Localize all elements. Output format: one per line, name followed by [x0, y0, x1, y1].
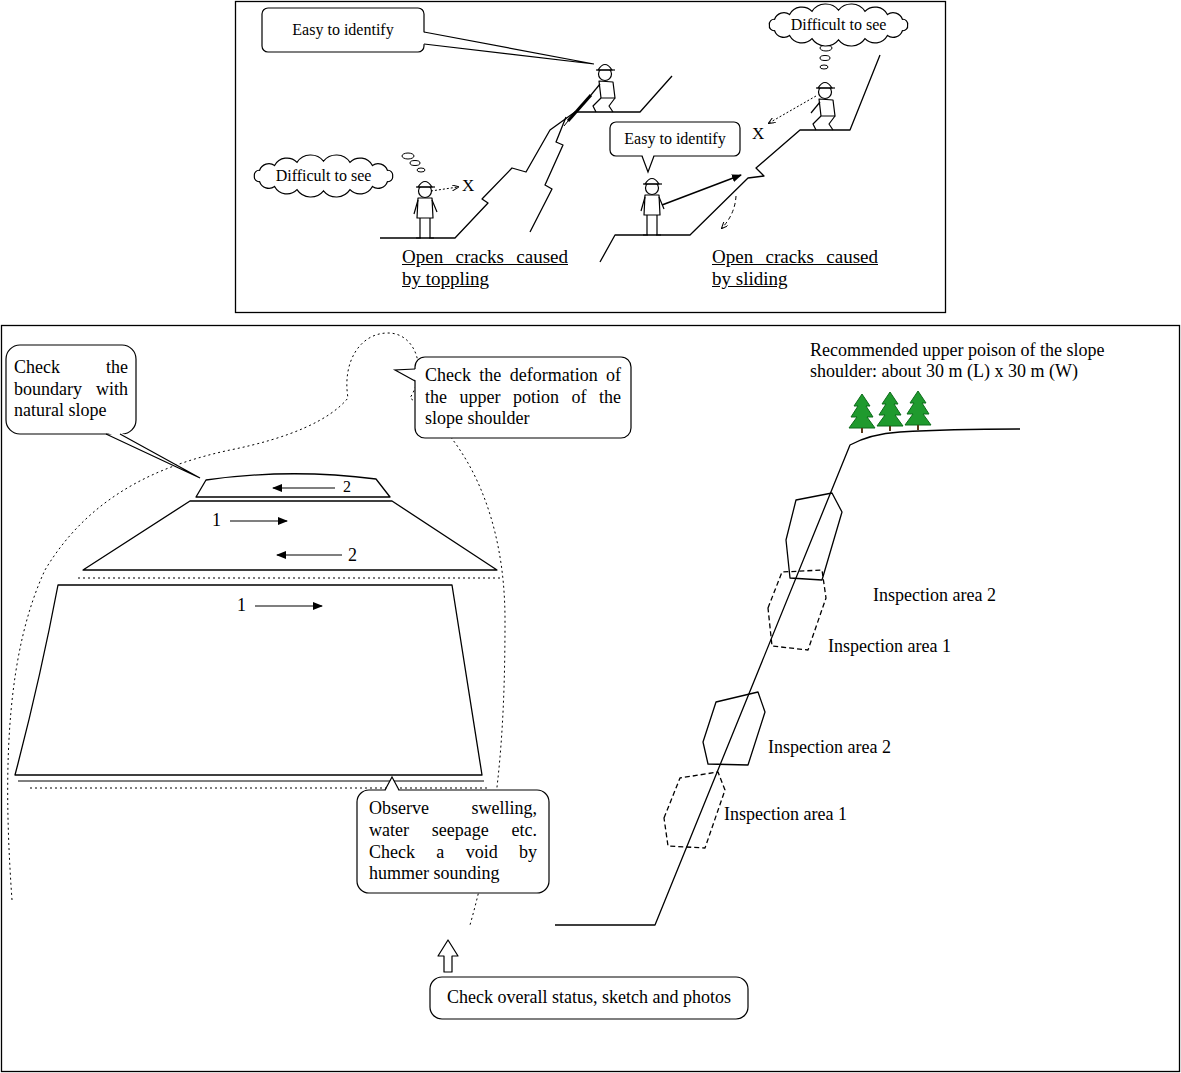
speech-bubble: Easy to identify	[610, 122, 740, 156]
bubble-text: Easy to identify	[292, 20, 393, 39]
area-label: Inspection area 2	[768, 737, 891, 758]
thought-dot	[402, 153, 414, 159]
bubble-text: Check the deformation of the upper potio…	[425, 365, 621, 430]
bottom-panel-frame	[2, 326, 1180, 1072]
tree-symbol	[905, 391, 931, 430]
sliding-arrow	[722, 196, 736, 228]
bubble-tail	[424, 32, 594, 64]
thought-cloud: Difficult to see	[246, 153, 401, 199]
hollow-arrow	[438, 940, 458, 972]
bubble-border	[430, 977, 748, 1019]
step-number: 2	[343, 479, 351, 495]
slope-profile	[380, 76, 672, 238]
slope-section	[555, 429, 1020, 925]
pencil-tip	[564, 121, 568, 126]
direction-arrow	[277, 554, 342, 555]
bubble-tail-fill	[642, 154, 654, 172]
bubble-tail	[385, 777, 399, 790]
toppling-scene	[380, 76, 672, 238]
berm-strip	[196, 474, 390, 497]
inspection-area-outline	[786, 493, 842, 580]
slope-profile	[600, 55, 880, 262]
bubble-text: Observe swelling, water seepage etc. Che…	[369, 798, 537, 884]
inspector-figure	[641, 179, 664, 236]
bubble-border	[610, 122, 740, 156]
thought-dot	[820, 65, 828, 69]
sight-line	[431, 187, 458, 191]
bubble-tail	[106, 434, 200, 478]
bubble-border	[415, 357, 631, 438]
callout-bubble: Check the deformation of the upper potio…	[415, 357, 631, 438]
inspection-area-outline	[768, 570, 826, 650]
lower-slope-face	[15, 585, 482, 775]
cloud-outline	[769, 4, 907, 46]
direction-arrow	[230, 520, 287, 521]
step-number: 2	[348, 545, 357, 566]
crack-marker: X	[752, 124, 764, 144]
bubble-tail-fill	[106, 432, 200, 478]
callout-bubble: Observe swelling, water seepage etc. Che…	[357, 790, 549, 893]
inspector-figure	[811, 83, 835, 131]
bubble-tail-fill	[422, 32, 594, 64]
tree-symbol	[877, 392, 903, 431]
area-label: Inspection area 1	[828, 636, 951, 657]
inspector-figure	[591, 65, 615, 113]
step-number: 1	[237, 595, 246, 616]
direction-arrow	[273, 487, 335, 488]
top-panel-frame	[236, 2, 946, 313]
bubble-tail-fill	[385, 777, 399, 792]
bubble-text: Easy to identify	[624, 129, 725, 148]
section-profile	[555, 429, 1020, 925]
upper-slope-face	[83, 501, 497, 570]
callout-box: Check overall status, sketch and photos	[430, 977, 748, 1019]
sliding-scene	[600, 45, 880, 262]
bubble-text: Difficult to see	[276, 166, 372, 185]
figure-caption: Open cracks caused by sliding	[712, 246, 878, 290]
thought-dot	[820, 56, 830, 61]
bubble-border	[357, 790, 549, 893]
toe-line	[18, 781, 484, 782]
bubble-border	[262, 8, 424, 52]
step-number: 1	[212, 510, 221, 531]
bubble-text: Check overall status, sketch and photos	[447, 987, 731, 1009]
area-label: Inspection area 1	[724, 804, 847, 825]
pointer-stick	[662, 175, 741, 205]
bubble-tail	[642, 156, 654, 172]
bubble-text: Check the boundary with natural slope	[14, 357, 128, 422]
cloud-outline	[254, 155, 392, 197]
thought-dot	[417, 168, 425, 172]
bubble-tail-fill	[395, 369, 417, 381]
inspection-area-outline	[703, 692, 765, 765]
toe-line	[30, 788, 490, 789]
bubble-border	[6, 345, 136, 434]
crack-marker: X	[462, 176, 474, 196]
note-text: Recommended upper poison of the slope sh…	[810, 340, 1150, 382]
pointer-pencil	[568, 95, 591, 121]
figure-caption: Open cracks caused by toppling	[402, 246, 568, 290]
berm-line	[78, 578, 503, 579]
toppling-crack	[530, 117, 566, 232]
bubble-tail	[395, 369, 415, 381]
thought-dot	[410, 161, 420, 166]
inspector-figure	[414, 182, 437, 239]
direction-arrow	[255, 605, 322, 606]
area-label: Inspection area 2	[873, 585, 996, 606]
callout-bubble: Check the boundary with natural slope	[6, 345, 136, 434]
inspection-area-outline	[664, 772, 725, 848]
sight-line	[769, 96, 816, 123]
tree-symbol	[849, 394, 875, 433]
bubble-text: Difficult to see	[791, 15, 887, 34]
thought-cloud: Difficult to see	[761, 2, 916, 48]
speech-bubble: Easy to identify	[262, 8, 424, 52]
